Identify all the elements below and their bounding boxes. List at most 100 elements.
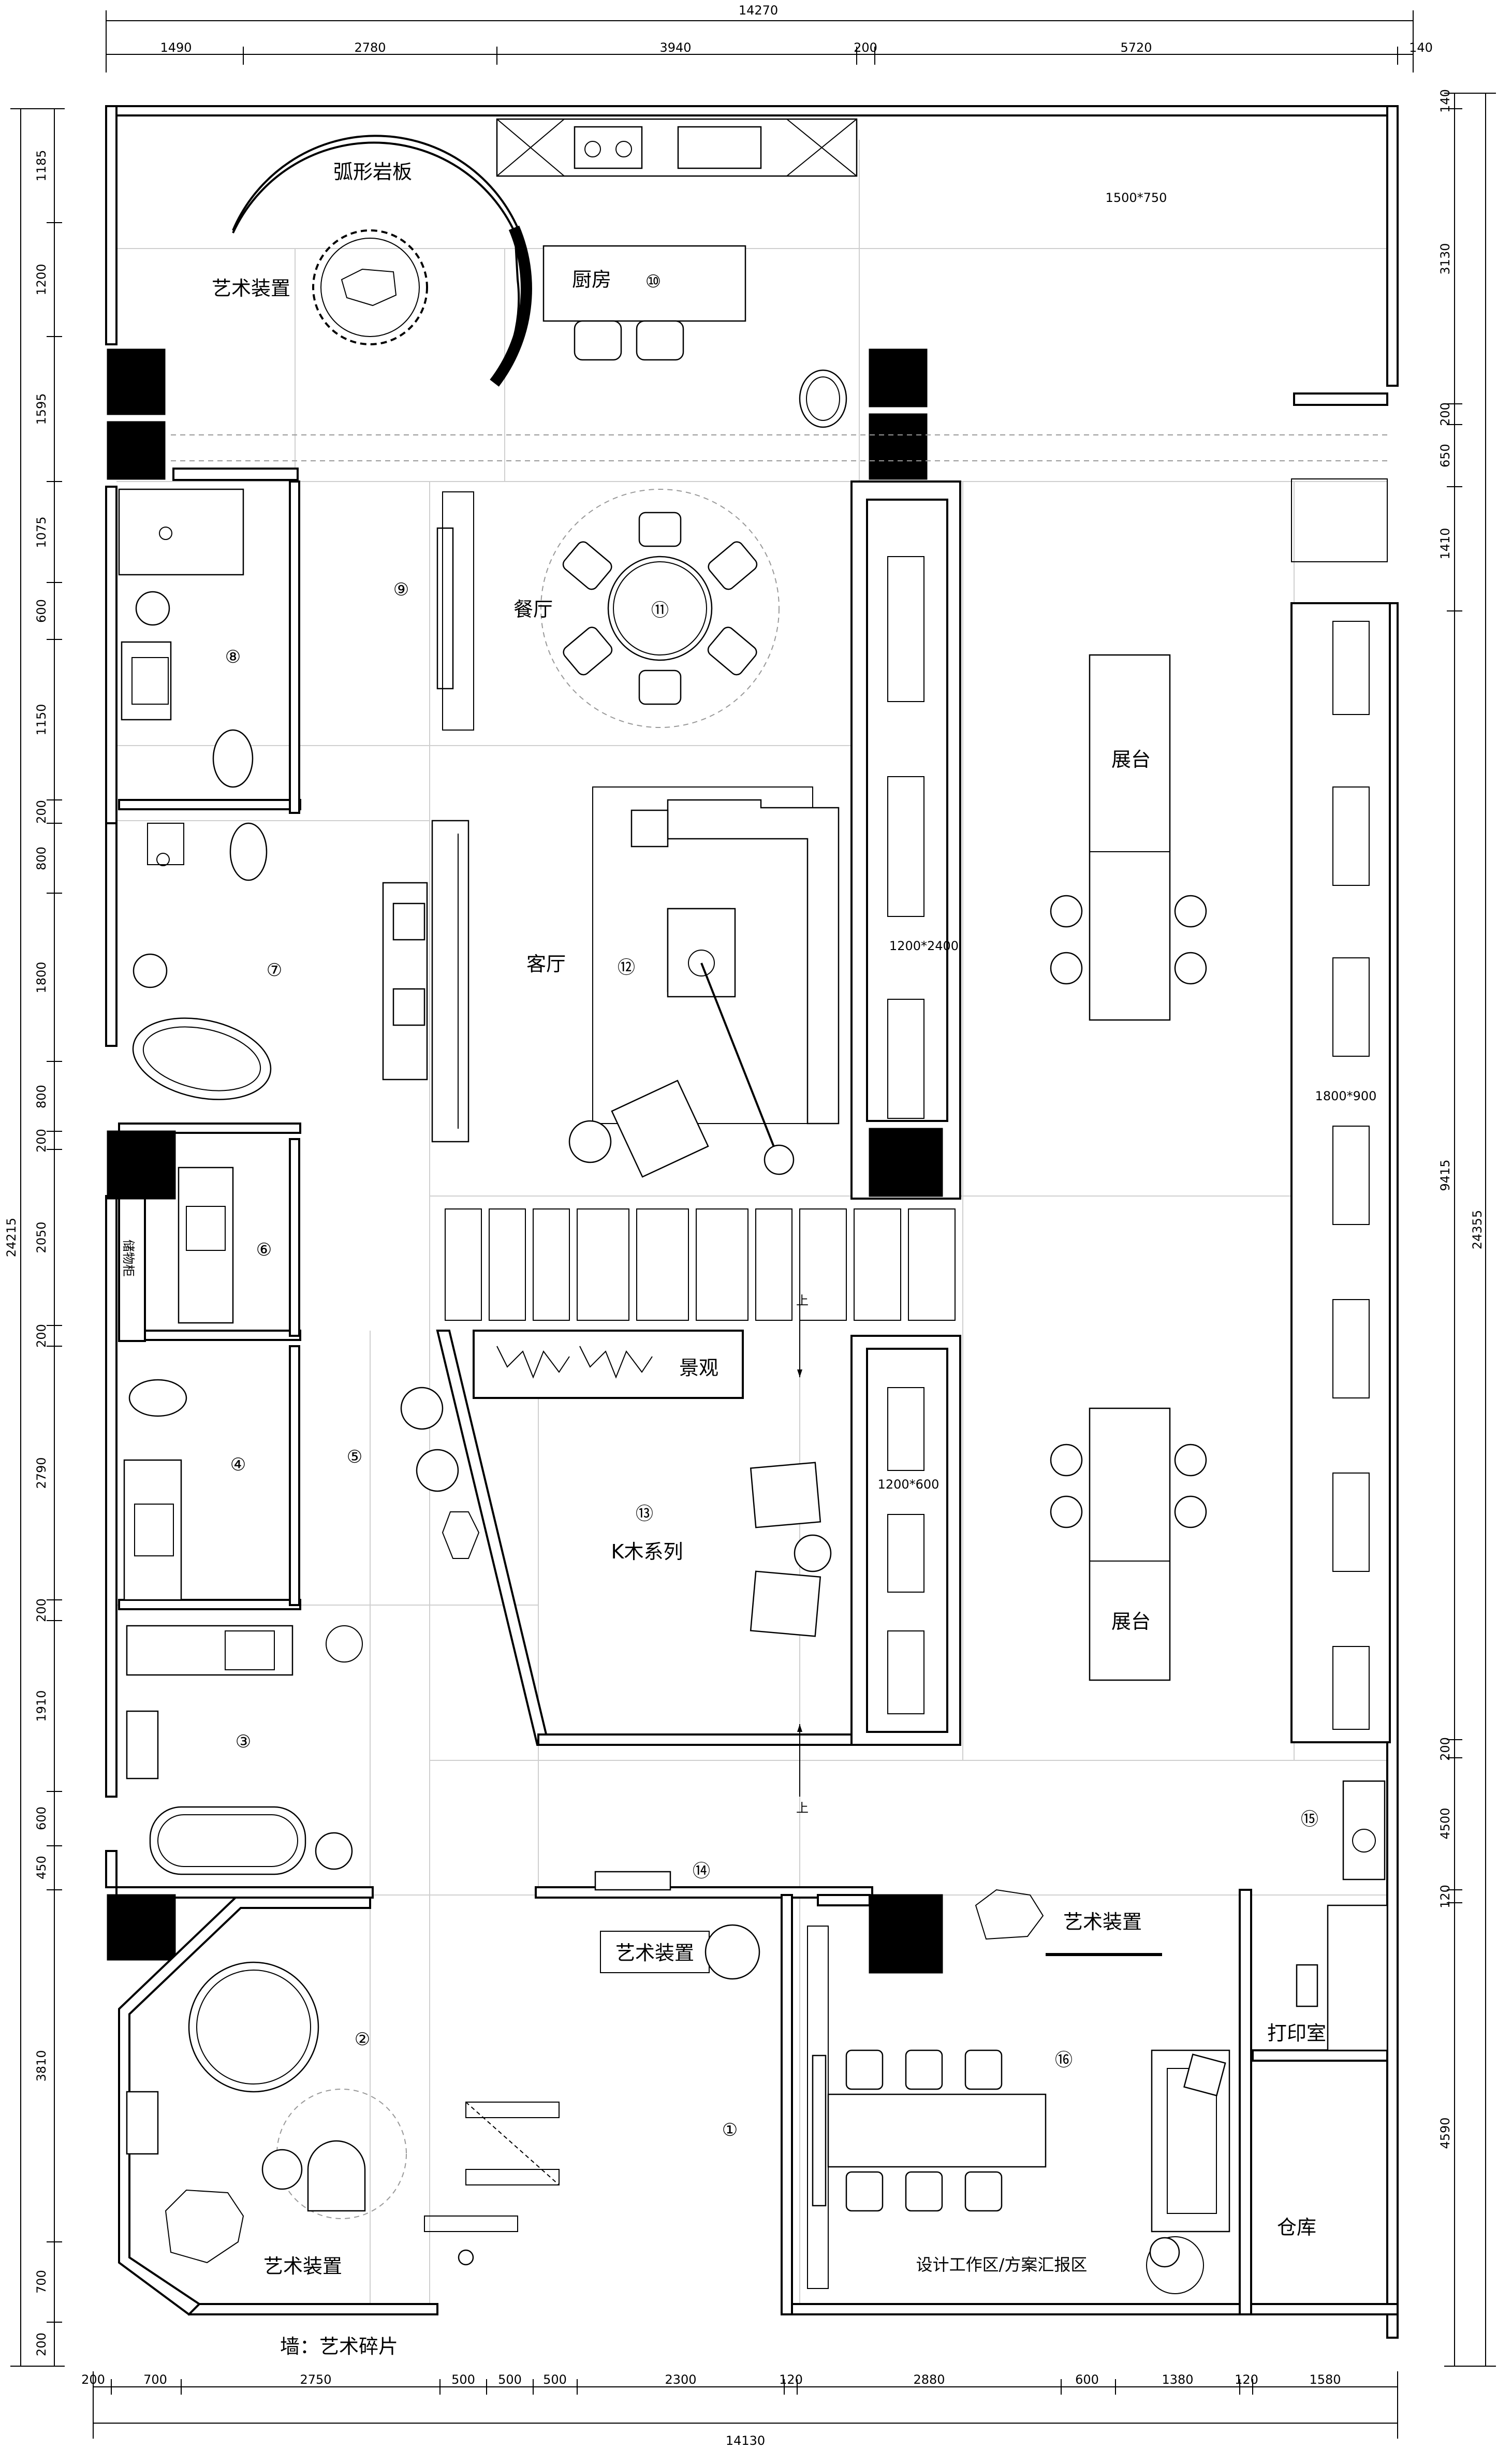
floor-lamp <box>764 1144 795 1175</box>
dim-left-16: 1910 <box>34 1690 49 1722</box>
bar-stool-1 <box>574 320 622 361</box>
dim-left-1: 1185 <box>34 150 49 181</box>
armchair <box>611 1080 709 1178</box>
bathrooms <box>118 488 407 2316</box>
wall-left-4 <box>105 1195 118 1798</box>
sink-3 <box>126 1625 293 1676</box>
art-install-round <box>704 1924 760 1980</box>
dim-top-3: 3940 <box>659 40 691 55</box>
dim-left-7: 200 <box>34 800 49 824</box>
room-8-number: ⑧ <box>225 647 241 667</box>
dim-right-total: 24355 <box>1470 1210 1485 1249</box>
wall-office-left <box>781 1894 793 2315</box>
dim-left-8: 800 <box>34 847 49 870</box>
dim-bottom-9: 2880 <box>913 2372 945 2387</box>
dimension-texts: 14270 1490 2780 3940 200 5720 140 14130 … <box>4 3 1485 2448</box>
bathtub-7 <box>132 1017 272 1100</box>
meeting-table <box>827 2093 1047 2168</box>
kitchen-area <box>232 118 858 428</box>
dim-bottom-2: 700 <box>143 2372 167 2387</box>
sink-8 <box>121 641 172 721</box>
room-4-number: ④ <box>230 1454 246 1475</box>
pillar-8 <box>869 1894 943 1974</box>
label-storage-small: 储物柜 <box>121 1240 136 1277</box>
shower-8 <box>118 488 244 576</box>
dim-right-6: 9415 <box>1438 1159 1452 1191</box>
kwood-stool <box>794 1534 832 1572</box>
chair-1 <box>750 1462 821 1528</box>
wall-bottom-left <box>188 2303 438 2315</box>
label-wall-art: 墙：艺术碎片 <box>280 2335 398 2358</box>
dim-left-17: 600 <box>34 1806 49 1830</box>
label-size-1500-750: 1500*750 <box>1106 191 1167 205</box>
dim-left-13: 200 <box>34 1324 49 1348</box>
room-labels: 弧形岩板 艺术装置 厨房 1500*750 餐厅 客厅 展台 1200*2400… <box>121 161 1376 2358</box>
wall-print-left <box>1239 1889 1252 2315</box>
living-area <box>382 786 840 1178</box>
label-kitchen: 厨房 <box>572 268 611 291</box>
dim-left-2: 1200 <box>34 264 49 295</box>
dim-left-4: 1075 <box>34 516 49 548</box>
label-landscape: 景观 <box>679 1357 718 1379</box>
counter-15 <box>1342 1780 1386 1881</box>
dim-left-9: 1800 <box>34 961 49 993</box>
dim-right-9: 120 <box>1438 1885 1452 1908</box>
office <box>807 1780 1388 2294</box>
room-2-number: ② <box>355 2029 370 2050</box>
pillar-6 <box>107 1130 176 1200</box>
dining-area <box>436 489 780 731</box>
dim-bottom-7: 2300 <box>665 2372 696 2387</box>
dim-bottom-11: 1380 <box>1162 2372 1193 2387</box>
dining-rug <box>540 489 780 728</box>
dim-left-10: 800 <box>34 1085 49 1109</box>
sink-6 <box>178 1167 234 1324</box>
label-size-1800-900: 1800*900 <box>1315 1089 1377 1103</box>
bath-2-wall <box>118 1897 371 2316</box>
label-art-install-3: 艺术装置 <box>615 1942 694 1964</box>
display-wall-lower-inner <box>866 1348 948 1733</box>
room-11-number: ⑪ <box>651 600 669 621</box>
label-up-1: 上 <box>796 1293 809 1308</box>
wall-bath-6-right <box>289 1138 300 1337</box>
dim-right-7: 200 <box>1438 1737 1452 1761</box>
dim-left-20: 700 <box>34 2270 49 2294</box>
wall-top <box>105 105 1399 116</box>
label-design-area: 设计工作区/方案汇报区 <box>916 2255 1088 2275</box>
wall-bath-4-right <box>289 1345 300 1606</box>
toilet-7 <box>229 822 268 881</box>
chair-2 <box>307 2140 366 2212</box>
room-12-number: ⑫ <box>618 957 635 978</box>
room-numbers: ① ② ③ ④ ⑤ ⑥ ⑦ ⑧ ⑨ ⑩ ⑪ ⑫ ⑬ ⑭ ⑮ ⑯ <box>225 271 1318 2140</box>
display-table-2 <box>1089 1407 1171 1681</box>
dim-bottom-6: 500 <box>543 2372 567 2387</box>
dim-right-5: 1410 <box>1438 528 1452 559</box>
dim-right-2: 3130 <box>1438 243 1452 274</box>
wall-right-upper <box>1386 105 1399 387</box>
label-print-room: 打印室 <box>1267 2022 1326 2045</box>
wall-bath-6-bottom <box>118 1330 301 1341</box>
wall-office-top <box>817 1894 871 1906</box>
room-1-number: ① <box>722 2120 738 2140</box>
side-table <box>630 809 669 848</box>
stove <box>574 126 643 169</box>
label-size-1200-600: 1200*600 <box>878 1477 940 1492</box>
label-size-1200-2400: 1200*2400 <box>889 939 959 953</box>
tv-wall <box>431 820 469 1143</box>
bathtub-3 <box>149 1806 306 1875</box>
dim-left-total: 24215 <box>4 1218 19 1257</box>
bench-14 <box>594 1871 671 1891</box>
grid-lines <box>116 140 1387 2314</box>
dining-table <box>607 556 713 661</box>
label-kwood-series: K木系列 <box>611 1540 683 1563</box>
dim-bottom-13: 1580 <box>1309 2372 1341 2387</box>
dim-left-11: 200 <box>34 1129 49 1153</box>
pillar-5 <box>869 1128 943 1197</box>
art-install-circle <box>312 229 428 345</box>
pillar-7 <box>107 1894 176 1961</box>
toilet-8 <box>212 729 254 788</box>
wall-13-bottom <box>537 1733 860 1746</box>
round-tub <box>188 1961 319 2093</box>
dim-left-12: 2050 <box>34 1221 49 1253</box>
room-9-number: ⑨ <box>393 579 409 600</box>
